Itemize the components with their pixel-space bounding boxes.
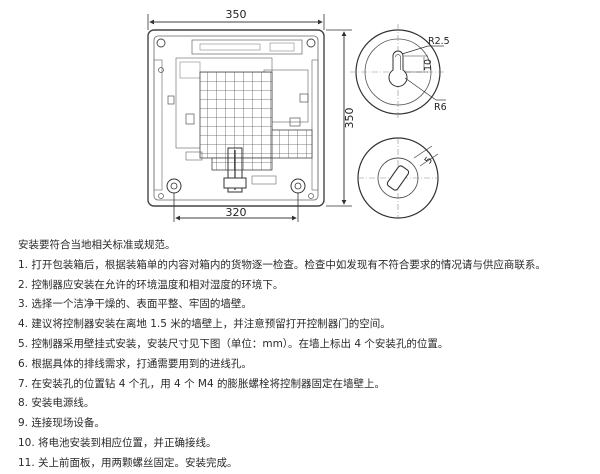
step-8: 8. 安装电源线。 — [18, 397, 95, 410]
step-4: 4. 建议将控制器安装在离地 1.5 米的墙壁上，并注意预留打开控制器门的空间。 — [18, 318, 391, 331]
knob-detail: 5 — [357, 137, 439, 219]
step-2: 2. 控制器应安装在允许的环境温度和相对湿度的环境下。 — [18, 278, 284, 291]
dim-10-label: 10 — [423, 59, 434, 71]
installation-drawing: 350 350 — [147, 8, 450, 222]
step-3: 3. 选择一个洁净干燥的、表面平整、牢固的墙壁。 — [18, 298, 252, 311]
keyhole-detail: R2.5 10 R6 — [350, 24, 450, 120]
dim-top-label: 350 — [226, 8, 247, 21]
step-9: 9. 连接现场设备。 — [18, 417, 105, 430]
controller-enclosure — [147, 29, 325, 207]
top-dimension: 350 — [147, 8, 325, 30]
installation-instructions: 安装要符合当地相关标准或规范。 1. 打开包装箱后，根据装箱单的内容对箱内的货物… — [18, 236, 593, 474]
step-1: 1. 打开包装箱后，根据装箱单的内容对箱内的货物逐一检查。检查中如发现有不符合要… — [18, 258, 546, 271]
dim-r25-label: R2.5 — [428, 36, 450, 47]
right-dimension: 350 — [326, 29, 356, 207]
step-6: 6. 根据具体的排线需求，打通需要用到的进线孔。 — [18, 357, 252, 370]
step-5: 5. 控制器采用壁挂式安装，安装尺寸见下图（单位：mm）。在墙上标出 4 个安装… — [18, 337, 449, 350]
instructions-intro: 安装要符合当地相关标准或规范。 — [18, 239, 176, 251]
step-7: 7. 在安装孔的位置钻 4 个孔，用 4 个 M4 的膨胀螺栓将控制器固定在墙壁… — [18, 377, 385, 390]
dim-5-label: 5 — [423, 155, 435, 166]
dim-r6-label: R6 — [434, 102, 447, 113]
bottom-dimension: 320 — [173, 193, 299, 222]
dim-bottom-label: 320 — [226, 206, 247, 219]
dim-right-label: 350 — [343, 108, 356, 129]
step-10: 10. 将电池安装到相应位置，并正确接线。 — [18, 436, 217, 449]
